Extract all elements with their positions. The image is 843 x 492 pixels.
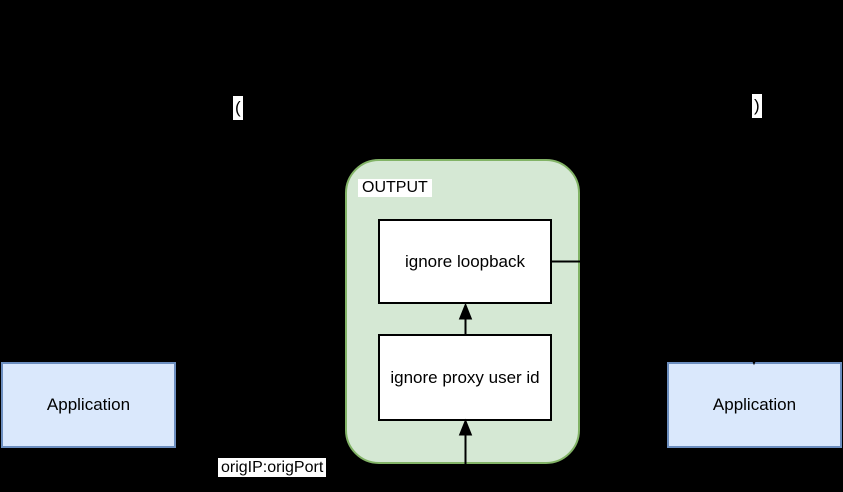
- rule-ignore-proxy-user-id-label: ignore proxy user id: [390, 367, 540, 387]
- rule-ignore-proxy-user-id: ignore proxy user id: [378, 334, 552, 421]
- application-left-label: Application: [46, 395, 131, 414]
- edge-label-open-paren: (: [233, 96, 243, 120]
- rule-ignore-loopback-label: ignore loopback: [404, 251, 526, 271]
- application-node-left: Application: [1, 362, 176, 448]
- application-right-label: Application: [712, 395, 797, 414]
- edge-label-close-paren: ): [752, 94, 762, 118]
- edge-label-orig-ip-port: origIP:origPort: [218, 458, 327, 477]
- rule-ignore-loopback: ignore loopback: [378, 219, 552, 304]
- output-chain-title: OUTPUT: [358, 179, 432, 197]
- edge-loopback-to-application: [552, 260, 761, 366]
- application-node-right: Application: [667, 362, 842, 448]
